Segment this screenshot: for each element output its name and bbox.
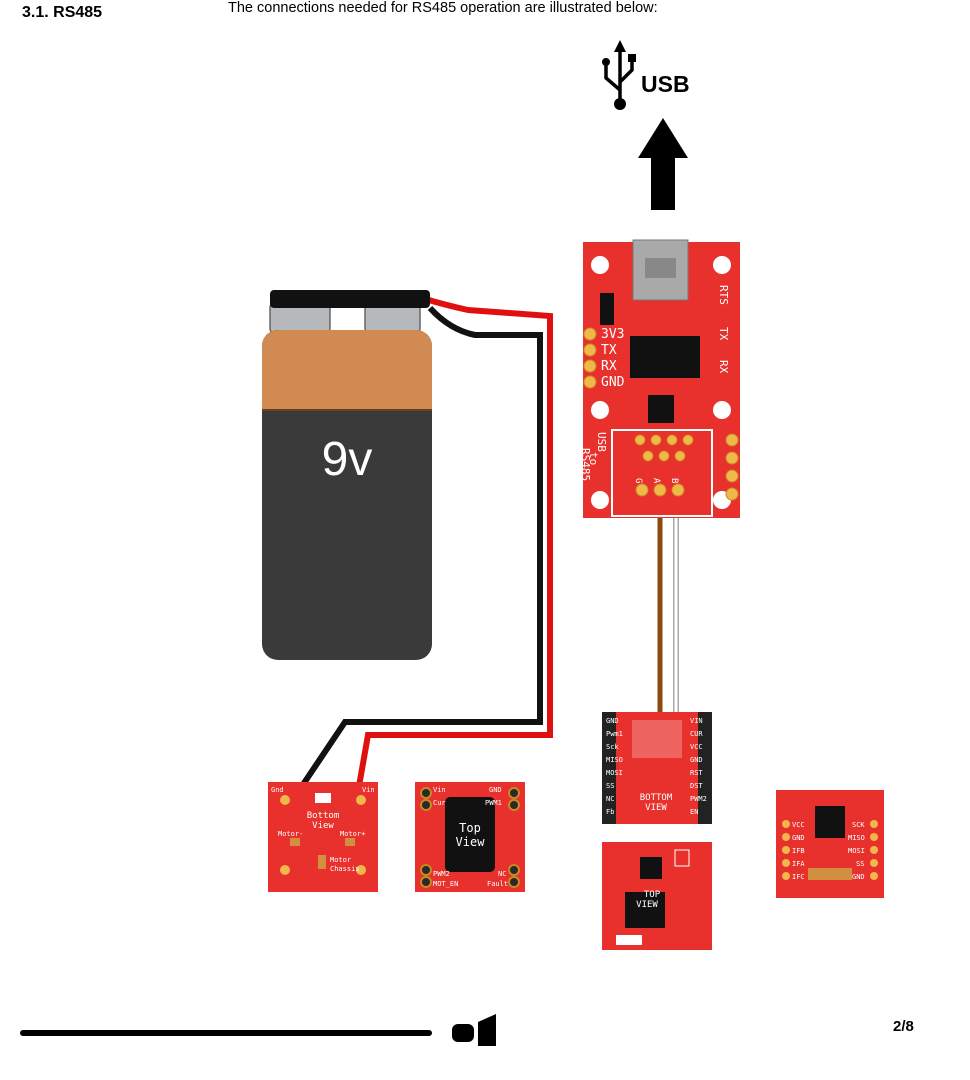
rs485-bottom-label-1: BOTTOM	[640, 793, 673, 803]
rs485-left-pin-7: NC	[606, 795, 614, 803]
rs485-right-pin-3: VCC	[690, 743, 703, 751]
sensor-right-pin-4: SS	[856, 860, 864, 868]
rs485-right-pin-6: DST	[690, 782, 703, 790]
battery-label: 9v	[322, 433, 373, 486]
motor-bottom-label-2: View	[312, 821, 334, 831]
rs485-left-pin-8: Fb	[606, 808, 614, 816]
rs485-board-bottom-view: GND Pwm1 Sck MISO MOSI SS NC Fb VIN CUR …	[602, 712, 712, 824]
battery-9v: 9v	[262, 290, 432, 660]
motor-top-pin-nc: NC	[498, 870, 506, 878]
led-label-tx: TX	[717, 327, 730, 341]
black-wire	[295, 305, 543, 794]
sensor-right-pin-2: MISO	[848, 834, 865, 842]
upward-arrow	[638, 118, 688, 210]
usb-board-title-2: to	[587, 452, 600, 465]
motor-chassis-label-1: Motor	[330, 856, 351, 864]
usb-label: USB	[641, 71, 690, 97]
motor-bottom-vin: Vin	[362, 786, 375, 794]
usb-board-title-3: RS485	[579, 448, 592, 481]
usb-board-pin-3v3: 3V3	[601, 327, 624, 342]
motor-top-pin-gnd: GND	[489, 786, 502, 794]
rs485-left-pin-4: MISO	[606, 756, 623, 764]
intro-text: The connections needed for RS485 operati…	[228, 0, 658, 16]
rs485-right-pin-2: CUR	[690, 730, 703, 738]
section-heading: 3.1. RS485	[22, 4, 102, 22]
usb-board-pin-a: A	[651, 478, 661, 484]
sensor-left-pin-4: IFA	[792, 860, 805, 868]
sensor-right-pin-3: MOSI	[848, 847, 865, 855]
usb-board-pin-b: B	[669, 478, 679, 483]
sensor-board: VCC GND IFB IFA IFC SCK MISO MOSI SS GND	[776, 790, 884, 898]
led-label-rx: RX	[717, 360, 730, 374]
rs485-top-label-1: TOP	[644, 890, 661, 900]
motor-top-pin-pwm2: PWM2	[433, 870, 450, 878]
footer-logo	[452, 1014, 496, 1046]
rs485-right-pin-1: VIN	[690, 717, 703, 725]
rs485-right-pin-5: RST	[690, 769, 703, 777]
led-label-rts: RTS	[717, 285, 730, 305]
section-number: 3.1.	[22, 4, 49, 21]
motor-top-label-1: Top	[459, 821, 481, 835]
rs485-left-pin-2: Pwm1	[606, 730, 623, 738]
rs485-left-pin-3: Sck	[606, 743, 619, 751]
rs485-top-label-2: VIEW	[636, 900, 658, 910]
sensor-left-pin-2: GND	[792, 834, 805, 842]
sensor-left-pin-1: VCC	[792, 821, 805, 829]
motor-bottom-gnd: Gnd	[271, 786, 284, 794]
usb-icon	[602, 40, 636, 110]
motor-top-pin-cur: Cur	[433, 799, 446, 807]
motor-top-label-2: View	[456, 835, 486, 849]
usb-board-pin-g: G	[633, 478, 643, 483]
section-title: RS485	[53, 4, 103, 21]
rs485-board-top-view: TOP VIEW	[602, 842, 712, 950]
rs485-right-pin-4: GND	[690, 756, 703, 764]
sensor-left-pin-3: IFB	[792, 847, 805, 855]
motor-bottom-label-1: Bottom	[307, 811, 340, 821]
sensor-left-pin-5: IFC	[792, 873, 805, 881]
rs485-right-pin-7: PWM2	[690, 795, 707, 803]
rs485-right-pin-8: EN	[690, 808, 698, 816]
usb-board-pin-tx: TX	[601, 343, 617, 358]
motor-top-pin-moten: MOT_EN	[433, 880, 458, 888]
usb-board-pin-rx: RX	[601, 359, 617, 374]
sensor-right-pin-1: SCK	[852, 821, 865, 829]
motor-top-pin-fault: Fault	[487, 880, 508, 888]
motor-minus-label: Motor-	[278, 830, 303, 838]
sensor-right-pin-5: GND	[852, 873, 865, 881]
motor-plus-label: Motor+	[340, 830, 365, 838]
footer-rule	[20, 1030, 432, 1036]
motor-board-top-view: Vin GND Cur PWM1 PWM2 NC MOT_EN Fault To…	[415, 782, 525, 892]
usb-rs485-board: 3V3 TX RX GND RTS TX RX USB to RS485 G A…	[579, 239, 740, 518]
rs485-bottom-label-2: VIEW	[645, 803, 667, 813]
page-number: 2/8	[893, 1018, 914, 1035]
motor-top-pin-pwm1: PWM1	[485, 799, 502, 807]
usb-board-title-1: USB	[595, 432, 608, 452]
rs485-left-pin-1: GND	[606, 717, 619, 725]
motor-chassis-label-2: Chassis	[330, 865, 360, 873]
usb-board-pin-gnd: GND	[601, 375, 625, 390]
motor-board-bottom-view: Gnd Vin Bottom View Motor- Motor+ Motor …	[268, 782, 378, 892]
motor-top-pin-vin: Vin	[433, 786, 446, 794]
rs485-left-pin-5: MOSI	[606, 769, 623, 777]
rs485-left-pin-6: SS	[606, 782, 614, 790]
